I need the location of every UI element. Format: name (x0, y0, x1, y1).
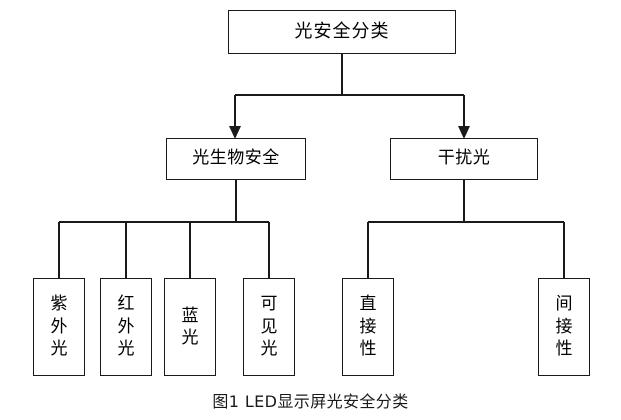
node-interference-light[interactable]: 干扰光 (390, 138, 538, 180)
node-photobiological-safety-label: 光生物安全 (192, 148, 280, 169)
node-direct[interactable]: 直 接 性 (342, 278, 394, 376)
node-infrared-light[interactable]: 红 外 光 (100, 278, 152, 376)
figure-caption: 图1 LED显示屏光安全分类 (212, 392, 409, 411)
node-indirect[interactable]: 间 接 性 (538, 278, 590, 376)
node-ultraviolet-light-label: 紫 外 光 (50, 294, 68, 360)
node-visible-light-label: 可 见 光 (260, 294, 278, 360)
node-direct-label: 直 接 性 (359, 294, 377, 360)
node-blue-light-label: 蓝 光 (181, 305, 199, 348)
node-infrared-light-label: 红 外 光 (117, 294, 135, 360)
arrowhead-interference (458, 126, 470, 139)
node-ultraviolet-light[interactable]: 紫 外 光 (33, 278, 85, 376)
node-photobiological-safety[interactable]: 光生物安全 (166, 138, 306, 180)
node-indirect-label: 间 接 性 (555, 294, 573, 360)
arrowhead-photobiological (229, 126, 241, 139)
node-root-label: 光安全分类 (294, 20, 390, 42)
node-visible-light[interactable]: 可 见 光 (243, 278, 295, 376)
node-blue-light[interactable]: 蓝 光 (164, 278, 216, 376)
node-root[interactable]: 光安全分类 (228, 10, 456, 54)
node-interference-light-label: 干扰光 (437, 148, 491, 169)
